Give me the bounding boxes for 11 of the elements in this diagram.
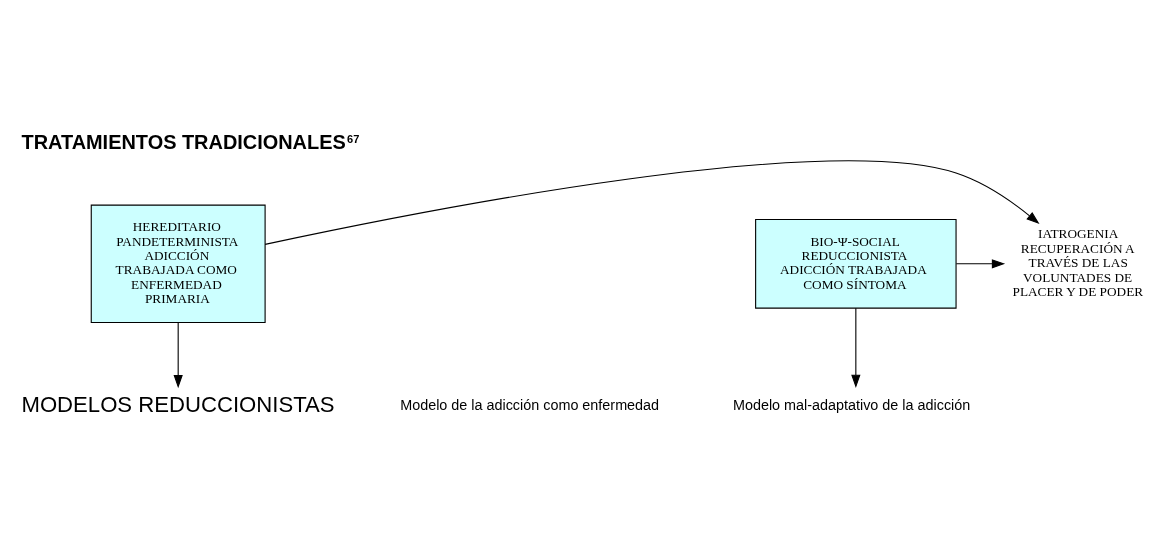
node-box: HEREDITARIO PANDETERMINISTA ADICCIÓN TRABAJADA COMO ENFERMEDAD PRIMARIA [90,204,266,324]
arrow [264,160,1040,245]
arrow [955,259,1006,269]
node-text: Modelo mal-adaptativo de la adicción [732,397,971,414]
node-box: BIO-Ψ-SOCIAL REDUCCIONISTA ADICCIÓN TRABAJADA COMO SÍNTOMA [755,218,957,309]
arrow [851,307,861,389]
diagram-title: TRATAMIENTOS TRADICIONALES$^{67}$ [21,130,360,153]
label: Modelo de la adicción como enfermedad [400,397,660,414]
node-text: IATROGENIA RECUPERACIÓN A TRAVÉS DE LAS VOLUNTADES DE PLACER Y DE PODER [1012,226,1144,300]
arrow [173,321,183,389]
node-text: MODELOS REDUCCIONISTAS [21,392,335,418]
